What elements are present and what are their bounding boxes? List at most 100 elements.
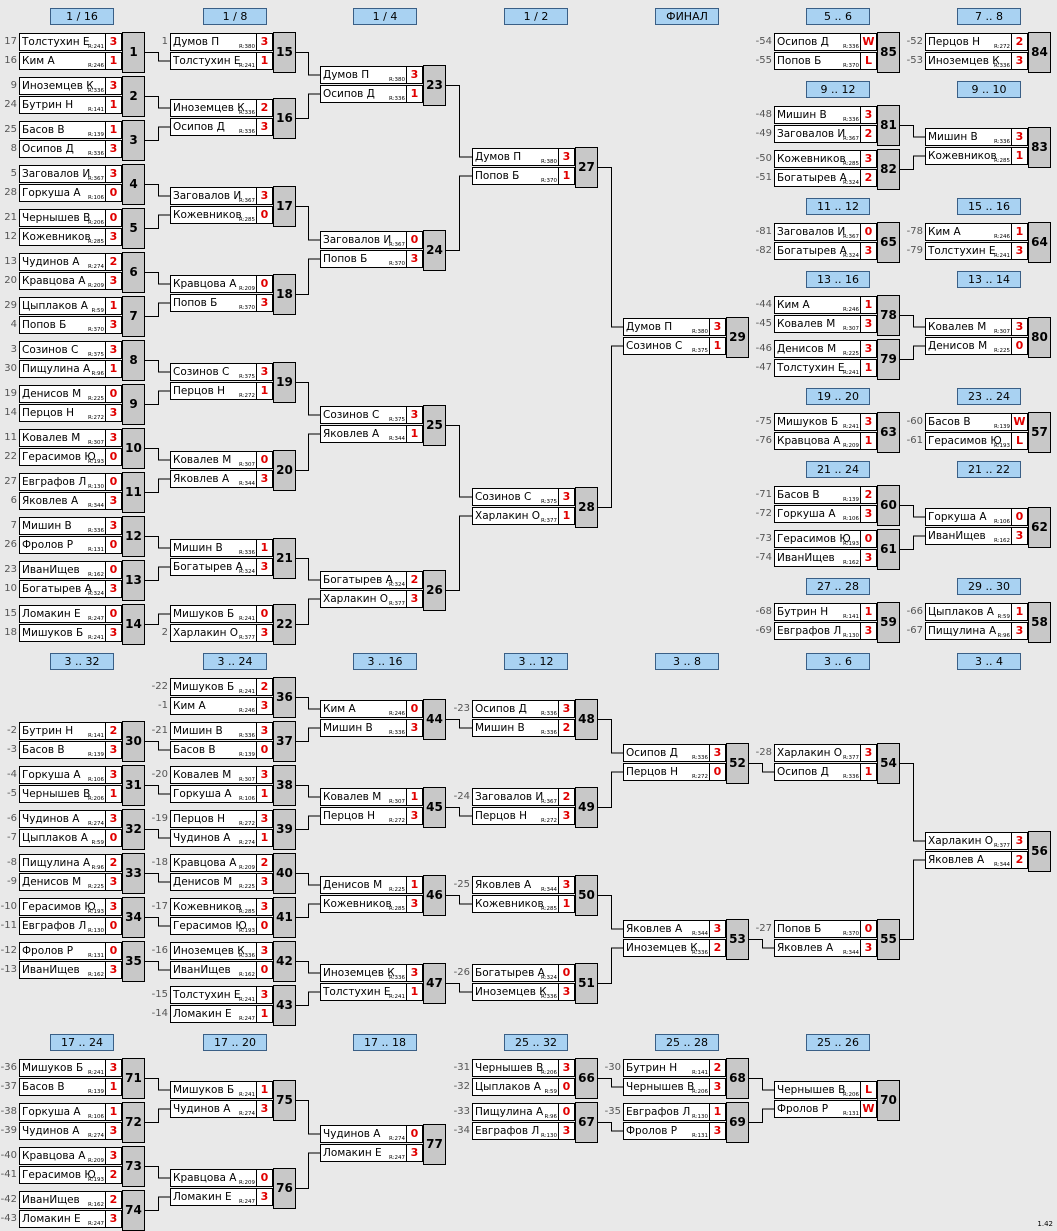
match-box[interactable]: Яковлев АR:3443Иноземцев КR:336253	[623, 919, 749, 960]
player-row[interactable]: Осипов ДR:3363	[623, 744, 726, 762]
player-row[interactable]: Ковалев МR:3073	[170, 766, 273, 784]
player-row[interactable]: ИванИщевR:1623	[925, 527, 1028, 545]
player-row[interactable]: Богатырев АR:3240	[472, 964, 575, 982]
player-row[interactable]: Бутрин НR:1412	[623, 1059, 726, 1077]
player-row[interactable]: Герасимов ЮR:1932	[19, 1166, 122, 1184]
player-row[interactable]: Толстухин ЕR:2413	[19, 33, 122, 51]
player-row[interactable]: Яковлев АR:3443	[19, 492, 122, 510]
player-row[interactable]: Иноземцев КR:3363	[170, 942, 273, 960]
player-row[interactable]: Фролов РR:1310	[19, 942, 122, 960]
match-box[interactable]: Заговалов ИR:36735Горкуша АR:1060284	[4, 164, 145, 205]
player-row[interactable]: КожевниковR:2851	[472, 895, 575, 913]
player-row[interactable]: Перцов НR:2721	[170, 382, 273, 400]
player-row[interactable]: Чудинов АR:2743	[170, 1100, 273, 1118]
player-row[interactable]: Попов БR:3703	[320, 250, 423, 268]
player-row[interactable]: Басов ВR:1392	[774, 486, 877, 504]
player-row[interactable]: Герасимов ЮR:1930	[774, 530, 877, 548]
player-row[interactable]: Фролов РR:1310	[19, 536, 122, 554]
player-row[interactable]: Кравцова АR:2093	[19, 272, 122, 290]
player-row[interactable]: Денисов МR:2253	[774, 340, 877, 358]
match-box[interactable]: Кравцова АR:2092-18Денисов МR:225340	[152, 853, 296, 894]
player-row[interactable]: Бутрин НR:1411	[774, 603, 877, 621]
match-box[interactable]: Горкуша АR:1063-4Чернышев ВR:2061-531	[7, 765, 145, 806]
player-row[interactable]: Попов БR:370L	[774, 52, 877, 70]
player-row[interactable]: Мишуков БR:2411	[170, 1081, 273, 1099]
player-row[interactable]: Мишуков БR:2410	[170, 605, 273, 623]
player-row[interactable]: Ломакин ЕR:2470	[19, 605, 122, 623]
player-row[interactable]: Мишуков БR:2413	[19, 624, 122, 642]
player-row[interactable]: Кравцова АR:2090	[170, 1169, 273, 1187]
player-row[interactable]: Заговалов ИR:3673	[170, 187, 273, 205]
match-box[interactable]: Иноземцев КR:3363-16ИванИщевR:162042	[152, 941, 296, 982]
player-row[interactable]: Осипов ДR:336W	[774, 33, 877, 51]
player-row[interactable]: Цыплаков АR:591	[925, 603, 1028, 621]
match-box[interactable]: Ковалев МR:3070Яковлев АR:344320	[170, 450, 296, 491]
player-row[interactable]: Кравцова АR:2091	[774, 432, 877, 450]
match-box[interactable]: ИванИщевR:1622-42Ломакин ЕR:2473-4374	[1, 1190, 145, 1231]
player-row[interactable]: Думов ПR:3803	[623, 318, 726, 336]
player-row[interactable]: Евграфов ЛR:1303	[472, 1122, 575, 1140]
match-box[interactable]: Горкуша АR:1061-38Чудинов АR:2743-3972	[1, 1102, 145, 1143]
match-box[interactable]: Думов ПR:3803Осипов ДR:336123	[320, 65, 446, 106]
player-row[interactable]: Фролов РR:131W	[774, 1100, 877, 1118]
player-row[interactable]: Попов БR:3700	[774, 920, 877, 938]
player-row[interactable]: Осипов ДR:3363	[19, 140, 122, 158]
player-row[interactable]: Ковалев МR:3073	[925, 318, 1028, 336]
player-row[interactable]: Толстухин ЕR:2411	[320, 983, 423, 1001]
match-box[interactable]: Чудинов АR:2743-6Цыплаков АR:590-732	[7, 809, 145, 850]
match-box[interactable]: Харлакин ОR:3773-28Осипов ДR:336154	[756, 743, 900, 784]
match-box[interactable]: Евграфов ЛR:1301-35Фролов РR:131369	[605, 1102, 749, 1143]
match-box[interactable]: Заговалов ИR:3670Попов БR:370324	[320, 230, 446, 271]
player-row[interactable]: Бутрин НR:1412	[19, 722, 122, 740]
player-row[interactable]: Басов ВR:1391	[19, 121, 122, 139]
player-row[interactable]: Осипов ДR:3363	[170, 118, 273, 136]
player-row[interactable]: Денисов МR:2253	[170, 873, 273, 891]
player-row[interactable]: КожевниковR:2851	[925, 147, 1028, 165]
match-box[interactable]: Бутрин НR:1412-30Чернышев ВR:206368	[605, 1058, 749, 1099]
player-row[interactable]: ИванИщевR:1620	[19, 561, 122, 579]
match-box[interactable]: КожевниковR:2853-17Герасимов ЮR:193041	[152, 897, 296, 938]
player-row[interactable]: Денисов МR:2250	[925, 337, 1028, 355]
match-box[interactable]: Иноземцев КR:33639Бутрин НR:1411242	[4, 76, 145, 117]
match-box[interactable]: Заговалов ИR:3670-81Богатырев АR:3243-82…	[756, 222, 900, 263]
player-row[interactable]: Евграфов ЛR:1301	[623, 1103, 726, 1121]
match-box[interactable]: ИванИщевR:162023Богатырев АR:32431013	[4, 560, 145, 601]
player-row[interactable]: Харлакин ОR:3771	[472, 507, 575, 525]
player-row[interactable]: Цыплаков АR:591	[19, 297, 122, 315]
player-row[interactable]: Чудинов АR:2743	[19, 1122, 122, 1140]
player-row[interactable]: Перцов НR:2723	[170, 810, 273, 828]
player-row[interactable]: Чернышев ВR:2061	[19, 785, 122, 803]
match-box[interactable]: Чернышев ВR:2063-31Цыплаков АR:590-3266	[454, 1058, 598, 1099]
player-row[interactable]: Иноземцев КR:3362	[170, 99, 273, 117]
match-box[interactable]: Бутрин НR:1411-68Евграфов ЛR:1303-6959	[756, 602, 900, 643]
match-box[interactable]: Мишин ВR:3363-48Заговалов ИR:3672-4981	[756, 105, 900, 146]
match-box[interactable]: Горкуша АR:1060ИванИщевR:162362	[925, 507, 1051, 548]
match-box[interactable]: Чудинов АR:274213Кравцова АR:2093206	[4, 252, 145, 293]
player-row[interactable]: Чудинов АR:2742	[19, 253, 122, 271]
player-row[interactable]: КожевниковR:2853	[774, 150, 877, 168]
player-row[interactable]: Герасимов ЮR:1930	[19, 448, 122, 466]
match-box[interactable]: Цыплаков АR:591-66Пищулина АR:963-6758	[907, 602, 1051, 643]
player-row[interactable]: Созинов СR:3753	[320, 406, 423, 424]
player-row[interactable]: Кравцова АR:2093	[19, 1147, 122, 1165]
match-box[interactable]: Герасимов ЮR:1933-10Евграфов ЛR:1300-113…	[1, 897, 145, 938]
player-row[interactable]: Мишин ВR:3363	[774, 106, 877, 124]
match-box[interactable]: Попов БR:3700-27Яковлев АR:344355	[756, 919, 900, 960]
player-row[interactable]: Басов ВR:1390	[170, 741, 273, 759]
player-row[interactable]: Яковлев АR:3443	[472, 876, 575, 894]
match-box[interactable]: Ковалев МR:3073Денисов МR:225080	[925, 317, 1051, 358]
player-row[interactable]: Кравцова АR:2092	[170, 854, 273, 872]
player-row[interactable]: Пищулина АR:961	[19, 360, 122, 378]
match-box[interactable]: Бутрин НR:1412-2Басов ВR:1393-330	[7, 721, 145, 762]
player-row[interactable]: Горкуша АR:1061	[170, 785, 273, 803]
player-row[interactable]: Перцов НR:2722	[925, 33, 1028, 51]
player-row[interactable]: Басов ВR:139W	[925, 413, 1028, 431]
match-box[interactable]: Мишуков БR:2413-36Басов ВR:1391-3771	[1, 1058, 145, 1099]
match-box[interactable]: Кравцова АR:2090Попов БR:370318	[170, 274, 296, 315]
match-box[interactable]: Мишин ВR:33637Фролов РR:13102612	[4, 516, 145, 557]
player-row[interactable]: Горкуша АR:1063	[19, 766, 122, 784]
match-box[interactable]: Ким АR:2460Мишин ВR:336344	[320, 699, 446, 740]
player-row[interactable]: Харлакин ОR:3773	[925, 832, 1028, 850]
match-box[interactable]: Созинов СR:3753Харлакин ОR:377128	[472, 487, 598, 528]
player-row[interactable]: Ломакин ЕR:2473	[19, 1210, 122, 1228]
